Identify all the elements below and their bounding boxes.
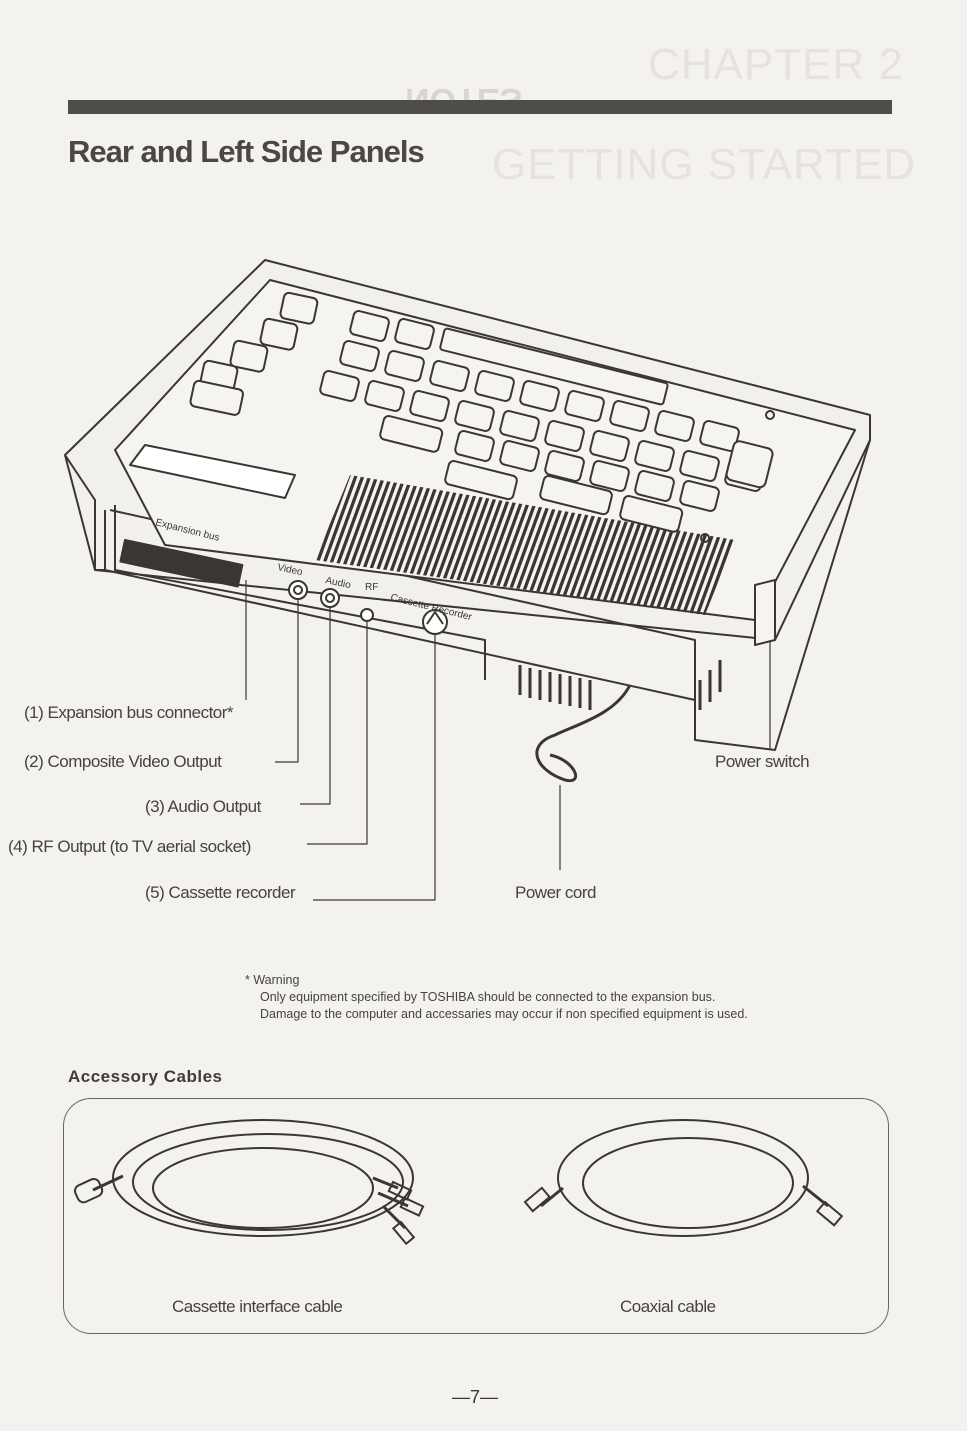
cassette-interface-cable-label: Cassette interface cable [172,1297,343,1316]
warning-note: * Warning Only equipment specified by TO… [245,972,748,1023]
callout-cassette-recorder: (5) Cassette recorder [145,883,296,902]
callout-power-switch: Power switch [715,752,810,771]
warning-line-2: Damage to the computer and accessaries m… [260,1007,748,1021]
callout-audio-output: (3) Audio Output [145,797,261,816]
bleed-through-chapter: CHAPTER 2 [648,40,904,89]
callout-expansion-bus-connector: (1) Expansion bus connector* [24,703,234,722]
accessory-cables-illustration [73,1119,844,1246]
warning-line-1: Only equipment specified by TOSHIBA shou… [260,990,716,1004]
callout-rf-output: (4) RF Output (to TV aerial socket) [8,837,251,856]
coax-plug-left-icon [523,1186,551,1213]
panel-label-video: Video [276,562,304,578]
page-title: Rear and Left Side Panels [68,134,425,169]
coaxial-cable-coil-outer [557,1119,809,1237]
computer-rear-left-illustration: Expansion bus Video Audio RF Cassette Re… [64,259,871,901]
page-number: —7— [452,1387,499,1407]
callout-composite-video-output: (2) Composite Video Output [24,752,222,771]
cassette-cable-coil-outer [112,1119,414,1237]
header-rule [68,100,892,114]
coax-plug-right-icon [815,1200,844,1227]
din-plug-icon [73,1177,104,1204]
warning-heading: * Warning [245,973,300,987]
bleed-through-getting-started: GETTING STARTED [492,140,917,189]
rca-plug-icon [387,1180,413,1201]
panel-label-rf: RF [365,582,378,593]
panel-label-audio: Audio [324,575,352,591]
accessory-cables-frame [63,1098,889,1334]
accessory-cables-heading: Accessory Cables [68,1067,223,1086]
callout-power-cord: Power cord [515,883,596,902]
coaxial-cable-label: Coaxial cable [620,1297,716,1316]
